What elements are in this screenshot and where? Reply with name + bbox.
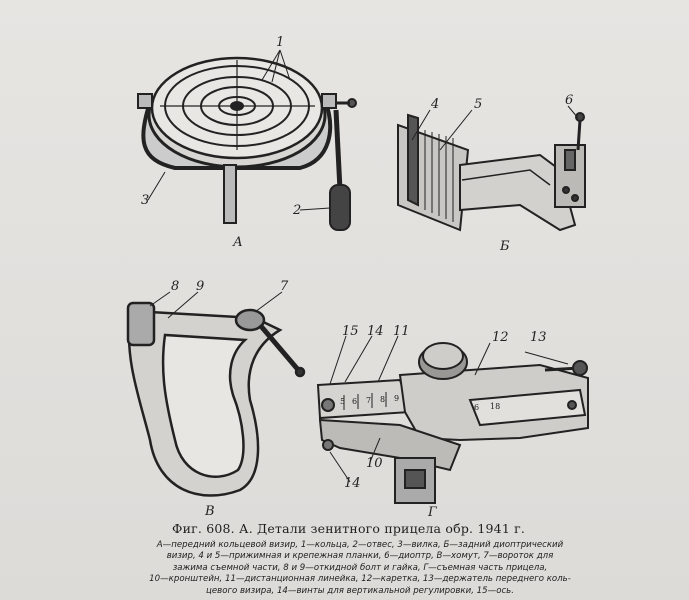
panel-v-clamp (126, 291, 306, 497)
part-number: 5 (474, 97, 483, 112)
part-number: 7 (280, 279, 289, 294)
caption-line: зажима съемной части, 8 и 9—откидной бол… (172, 562, 548, 573)
part-number: 9 (196, 279, 205, 294)
part-number: 10 (366, 456, 383, 471)
figure-number: Фиг. 608. (172, 521, 235, 536)
panel-a-ring-sight (137, 49, 357, 231)
part-number: 3 (141, 193, 150, 208)
part-number: 15 (342, 324, 359, 339)
scale-mark: 5 (340, 397, 346, 406)
scale-mark: 6 (352, 397, 358, 406)
panel-label-b: Б (500, 239, 510, 254)
panel-label-a: А (233, 235, 243, 250)
caption-line: А—передний кольцевой визир, 1—кольца, 2—… (156, 540, 564, 550)
scale-mark: 6 (474, 403, 480, 412)
panel-label-g: Г (428, 505, 437, 520)
caption-line: цевого визира, 14—винты для вертикальной… (206, 585, 514, 596)
part-number: 13 (530, 330, 547, 345)
panel-g-removable-part (316, 335, 589, 504)
figure-title: А. Детали зенитного прицела обр. 1941 г. (239, 521, 526, 536)
caption-line: визир, 4 и 5—прижимная и крепежная планк… (166, 551, 554, 562)
part-number: 4 (431, 97, 440, 112)
scale-mark: 18 (490, 402, 501, 411)
part-number: 8 (171, 279, 180, 294)
panel-label-v: В (205, 504, 215, 519)
part-number: 14 (344, 476, 361, 491)
figure-caption-body: А—передний кольцевой визир, 1—кольца, 2—… (110, 540, 610, 597)
scale-mark: 9 (394, 394, 400, 403)
part-number: 2 (293, 203, 302, 218)
part-number: 12 (492, 330, 509, 345)
part-number: 1 (276, 35, 285, 50)
part-number: 6 (565, 93, 574, 108)
scale-mark: 8 (380, 395, 386, 404)
caption-line: 10—кронштейн, 11—дистанционная линейка, … (149, 574, 571, 585)
panel-b-diopter-sight (397, 105, 586, 232)
part-number: 11 (393, 324, 410, 339)
part-number: 14 (367, 324, 384, 339)
figure-caption-title: Фиг. 608. А. Детали зенитного прицела об… (172, 521, 612, 536)
scale-mark: 7 (366, 396, 372, 405)
